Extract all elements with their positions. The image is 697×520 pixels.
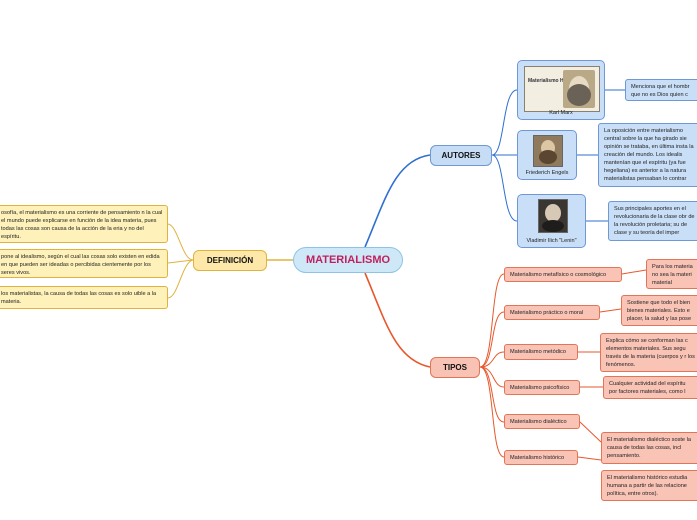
engels-portrait-image — [533, 135, 563, 167]
author-desc[interactable]: Menciona que el hombr que no es Dios qui… — [625, 79, 697, 101]
type-item[interactable]: Materialismo metafísico o cosmológico — [504, 267, 622, 282]
type-desc[interactable]: Explica cómo se conforman las c elemento… — [600, 333, 697, 372]
type-item[interactable]: Materialismo psicofísico — [504, 380, 580, 395]
definicion-node[interactable]: DEFINICIÓN — [193, 250, 267, 271]
author-name: Friederich Engels — [525, 170, 569, 176]
link-autores — [364, 154, 431, 248]
author-name: Vladimir Ilich "Lenin" — [526, 238, 577, 244]
type-desc[interactable]: Sostiene que todo el bien bienes materia… — [621, 295, 697, 326]
definicion-item[interactable]: osofía, el materialismo es una corriente… — [0, 205, 168, 243]
type-desc[interactable]: El materialismo dialéctico soste la caus… — [601, 432, 697, 464]
book-cover-image: Materialismo Histórico — [524, 66, 600, 112]
type-item[interactable]: Materialismo práctico o moral — [504, 305, 600, 320]
marx-portrait-image — [563, 70, 595, 108]
type-desc[interactable]: Cualquier actividad del espíritu por fac… — [603, 376, 697, 399]
type-desc[interactable]: El materialismo histórico estudia humana… — [601, 470, 697, 501]
type-item[interactable]: Materialismo histórico — [504, 450, 578, 465]
link-tipos — [364, 272, 431, 368]
author-karl-marx[interactable]: Materialismo Histórico Karl Marx — [517, 60, 605, 120]
definicion-item[interactable]: pone al idealismo, según el cual las cos… — [0, 249, 168, 278]
author-desc[interactable]: La oposición entre materialismo central … — [598, 123, 697, 187]
author-desc[interactable]: Sus principales aportes en el revolucion… — [608, 201, 697, 241]
type-desc[interactable]: Para los materia no sea la materi materi… — [646, 259, 697, 289]
central-topic[interactable]: MATERIALISMO — [293, 247, 403, 273]
type-item[interactable]: Materialismo dialéctico — [504, 414, 580, 429]
author-name: Karl Marx — [549, 110, 573, 116]
lenin-portrait-image — [538, 199, 568, 233]
type-item[interactable]: Materialismo metódico — [504, 344, 578, 360]
autores-node[interactable]: AUTORES — [430, 145, 492, 166]
author-lenin[interactable]: Vladimir Ilich "Lenin" — [517, 194, 586, 248]
author-engels[interactable]: Friederich Engels — [517, 130, 577, 180]
definicion-item[interactable]: los materialistas, la causa de todas las… — [0, 286, 168, 309]
tipos-node[interactable]: TIPOS — [430, 357, 480, 378]
book-title: Materialismo Histórico — [528, 78, 582, 84]
